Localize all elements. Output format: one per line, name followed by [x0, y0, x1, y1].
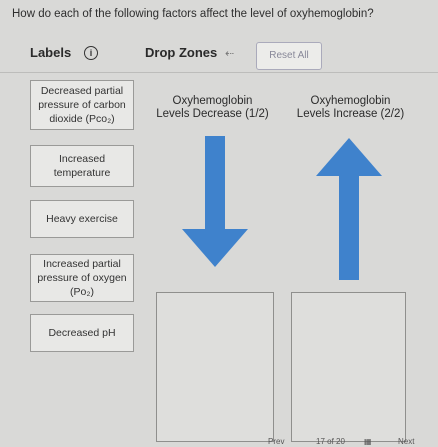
undo-icon[interactable]: ⇠	[225, 48, 235, 60]
label-increased-temperature[interactable]: Increased temperature	[30, 145, 134, 187]
down-arrow-icon	[182, 136, 248, 267]
label-line: dioxide (Pco₂)	[49, 113, 115, 125]
label-line: (Po₂)	[70, 286, 94, 298]
label-line: pressure of oxygen	[37, 272, 127, 284]
column-title: Oxyhemoglobin	[310, 95, 391, 107]
drop-zone-increase[interactable]	[291, 292, 406, 442]
label-line: pressure of carbon	[38, 99, 126, 111]
label-line: Increased partial	[43, 258, 121, 270]
label-line: Decreased pH	[48, 327, 116, 339]
down-arrow-shaft	[205, 136, 225, 231]
column-increase-heading: Oxyhemoglobin Levels Increase (2/2)	[288, 95, 413, 121]
up-arrow-shaft	[339, 174, 359, 280]
header-divider	[0, 72, 438, 73]
label-line: temperature	[53, 167, 111, 179]
label-increased-po2[interactable]: Increased partial pressure of oxygen (Po…	[30, 254, 134, 302]
prev-button[interactable]: Prev	[268, 437, 285, 446]
column-subtitle: Levels Increase (2/2)	[296, 108, 405, 120]
label-line: Increased	[58, 153, 106, 165]
up-arrow-icon	[316, 138, 382, 280]
next-button[interactable]: Next	[398, 437, 415, 446]
grid-icon[interactable]: ▦	[364, 437, 372, 446]
drop-zone-decrease[interactable]	[156, 292, 274, 442]
label-line: Heavy exercise	[46, 213, 118, 225]
up-arrow-head	[316, 138, 382, 176]
label-decreased-pco2[interactable]: Decreased partial pressure of carbon dio…	[30, 80, 134, 130]
info-icon[interactable]: i	[84, 46, 98, 60]
label-line: Decreased partial	[40, 85, 124, 97]
column-subtitle: Levels Decrease (1/2)	[156, 108, 269, 120]
drop-zones-heading: Drop Zones	[145, 45, 218, 60]
reset-all-button[interactable]: Reset All	[256, 42, 322, 70]
question-text: How do each of the following factors aff…	[12, 8, 374, 20]
labels-heading: Labels	[30, 45, 72, 60]
column-title: Oxyhemoglobin	[172, 95, 253, 107]
down-arrow-head	[182, 229, 248, 267]
page-indicator: 17 of 20	[316, 437, 345, 446]
column-decrease-heading: Oxyhemoglobin Levels Decrease (1/2)	[150, 95, 275, 121]
label-decreased-ph[interactable]: Decreased pH	[30, 314, 134, 352]
label-heavy-exercise[interactable]: Heavy exercise	[30, 200, 134, 238]
